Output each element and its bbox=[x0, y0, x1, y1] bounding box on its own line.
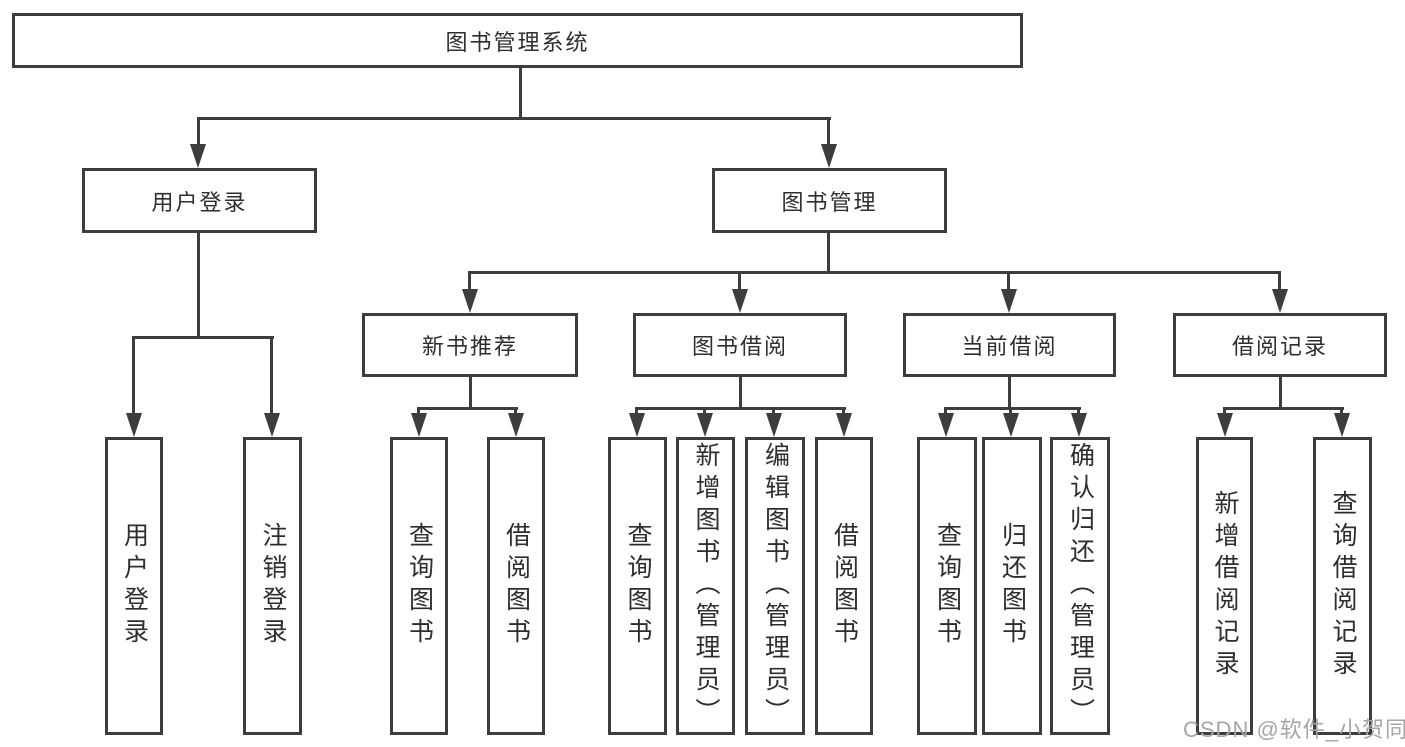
node-new-book-recommend-label: 新书推荐 bbox=[421, 334, 518, 359]
arrowhead-down-icon bbox=[1334, 413, 1350, 437]
arrowhead-down-icon bbox=[462, 289, 478, 313]
node-root-label: 图书管理系统 bbox=[445, 29, 590, 55]
arrowhead-down-icon bbox=[821, 144, 837, 168]
edge-book-management-rail bbox=[468, 271, 1281, 274]
edge-current-borrow-rail bbox=[945, 407, 1081, 410]
leaf-add-borrow-record-label: 新增借阅记录 bbox=[1211, 490, 1239, 682]
arrowhead-down-icon bbox=[766, 413, 782, 437]
edge-drop bbox=[270, 336, 273, 417]
arrowhead-down-icon bbox=[1003, 413, 1019, 437]
leaf-confirm-return-admin: 确认归还（管理员） bbox=[1050, 437, 1110, 735]
edge-book-borrow-rail bbox=[636, 407, 846, 410]
edge-drop bbox=[635, 407, 638, 417]
edge-drop bbox=[842, 407, 845, 417]
leaf-query-borrow-record: 查询借阅记录 bbox=[1313, 437, 1372, 735]
arrowhead-down-icon bbox=[411, 413, 427, 437]
edge-drop bbox=[772, 407, 775, 417]
edge-current-borrow-stem bbox=[1008, 375, 1011, 410]
csdn-watermark: CSDN @软件_小贺同学 bbox=[1183, 717, 1405, 742]
arrowhead-down-icon bbox=[508, 413, 524, 437]
edge-borrow-records-stem bbox=[1279, 375, 1282, 410]
leaf-return-book: 归还图书 bbox=[982, 437, 1042, 735]
leaf-logout: 注销登录 bbox=[243, 437, 302, 735]
node-user-login: 用户登录 bbox=[82, 168, 317, 233]
leaf-query-books-borrow: 查询图书 bbox=[608, 437, 667, 735]
arrowhead-down-icon bbox=[126, 413, 142, 437]
arrowhead-down-icon bbox=[1217, 413, 1233, 437]
edge-drop bbox=[1007, 271, 1010, 293]
leaf-user-login: 用户登录 bbox=[105, 437, 163, 735]
node-new-book-recommend: 新书推荐 bbox=[362, 313, 578, 377]
leaf-return-book-label: 归还图书 bbox=[998, 522, 1027, 650]
edge-drop bbox=[468, 271, 471, 293]
edge-drop bbox=[197, 117, 200, 148]
edge-drop bbox=[1340, 407, 1343, 417]
arrowhead-down-icon bbox=[938, 413, 954, 437]
node-current-borrow-label: 当前借阅 bbox=[961, 334, 1058, 359]
edge-borrow-records-rail bbox=[1224, 407, 1344, 410]
arrowhead-down-icon bbox=[264, 413, 280, 437]
edge-drop bbox=[1077, 407, 1080, 417]
arrowhead-down-icon bbox=[732, 289, 748, 313]
leaf-query-books-current-label: 查询图书 bbox=[933, 522, 962, 650]
node-book-borrow-label: 图书借阅 bbox=[691, 334, 788, 359]
edge-drop bbox=[1223, 407, 1226, 417]
edge-drop bbox=[738, 271, 741, 293]
leaf-borrow-books-recommend-label: 借阅图书 bbox=[502, 522, 531, 650]
arrowhead-down-icon bbox=[629, 413, 645, 437]
leaf-add-book-admin: 新增图书（管理员） bbox=[676, 437, 735, 735]
edge-level1-rail bbox=[197, 117, 831, 120]
edge-book-borrow-stem bbox=[739, 375, 742, 410]
edge-drop bbox=[1278, 271, 1281, 293]
leaf-query-books-recommend: 查询图书 bbox=[390, 437, 448, 735]
leaf-borrow-books-borrow: 借阅图书 bbox=[815, 437, 873, 735]
edge-new-book-recommend-stem bbox=[469, 375, 472, 410]
edge-drop bbox=[703, 407, 706, 417]
node-borrow-records: 借阅记录 bbox=[1173, 313, 1387, 377]
leaf-query-books-current: 查询图书 bbox=[917, 437, 977, 735]
arrowhead-down-icon bbox=[1071, 413, 1087, 437]
edge-drop bbox=[132, 336, 135, 417]
arrowhead-down-icon bbox=[1001, 289, 1017, 313]
arrowhead-down-icon bbox=[1272, 289, 1288, 313]
edge-new-book-recommend-rail bbox=[418, 407, 518, 410]
leaf-user-login-label: 用户登录 bbox=[120, 522, 149, 650]
node-root: 图书管理系统 bbox=[12, 13, 1023, 68]
edge-user-login-stem bbox=[197, 231, 200, 339]
leaf-add-book-admin-label: 新增图书（管理员） bbox=[692, 442, 720, 730]
edge-drop bbox=[827, 117, 830, 148]
edge-drop bbox=[514, 407, 517, 417]
leaf-query-books-recommend-label: 查询图书 bbox=[405, 522, 434, 650]
leaf-edit-book-admin: 编辑图书（管理员） bbox=[745, 437, 805, 735]
node-current-borrow: 当前借阅 bbox=[903, 313, 1116, 377]
node-book-borrow: 图书借阅 bbox=[633, 313, 847, 377]
node-user-login-label: 用户登录 bbox=[151, 189, 248, 215]
leaf-logout-label: 注销登录 bbox=[259, 522, 287, 650]
edge-drop bbox=[417, 407, 420, 417]
edge-drop bbox=[1009, 407, 1012, 417]
arrowhead-down-icon bbox=[836, 413, 852, 437]
edge-root-stem bbox=[519, 66, 522, 119]
node-borrow-records-label: 借阅记录 bbox=[1231, 334, 1328, 359]
leaf-query-borrow-record-label: 查询借阅记录 bbox=[1329, 490, 1357, 682]
node-book-management: 图书管理 bbox=[712, 168, 947, 233]
leaf-query-books-borrow-label: 查询图书 bbox=[624, 522, 652, 650]
node-book-management-label: 图书管理 bbox=[781, 189, 878, 215]
arrowhead-down-icon bbox=[190, 144, 206, 168]
leaf-add-borrow-record: 新增借阅记录 bbox=[1196, 437, 1253, 735]
leaf-confirm-return-admin-label: 确认归还（管理员） bbox=[1066, 442, 1095, 730]
edge-drop bbox=[944, 407, 947, 417]
leaf-edit-book-admin-label: 编辑图书（管理员） bbox=[761, 442, 790, 730]
leaf-borrow-books-borrow-label: 借阅图书 bbox=[830, 522, 859, 650]
edge-user-login-rail bbox=[133, 336, 274, 339]
arrowhead-down-icon bbox=[697, 413, 713, 437]
leaf-borrow-books-recommend: 借阅图书 bbox=[487, 437, 545, 735]
edge-book-management-stem bbox=[827, 231, 830, 274]
